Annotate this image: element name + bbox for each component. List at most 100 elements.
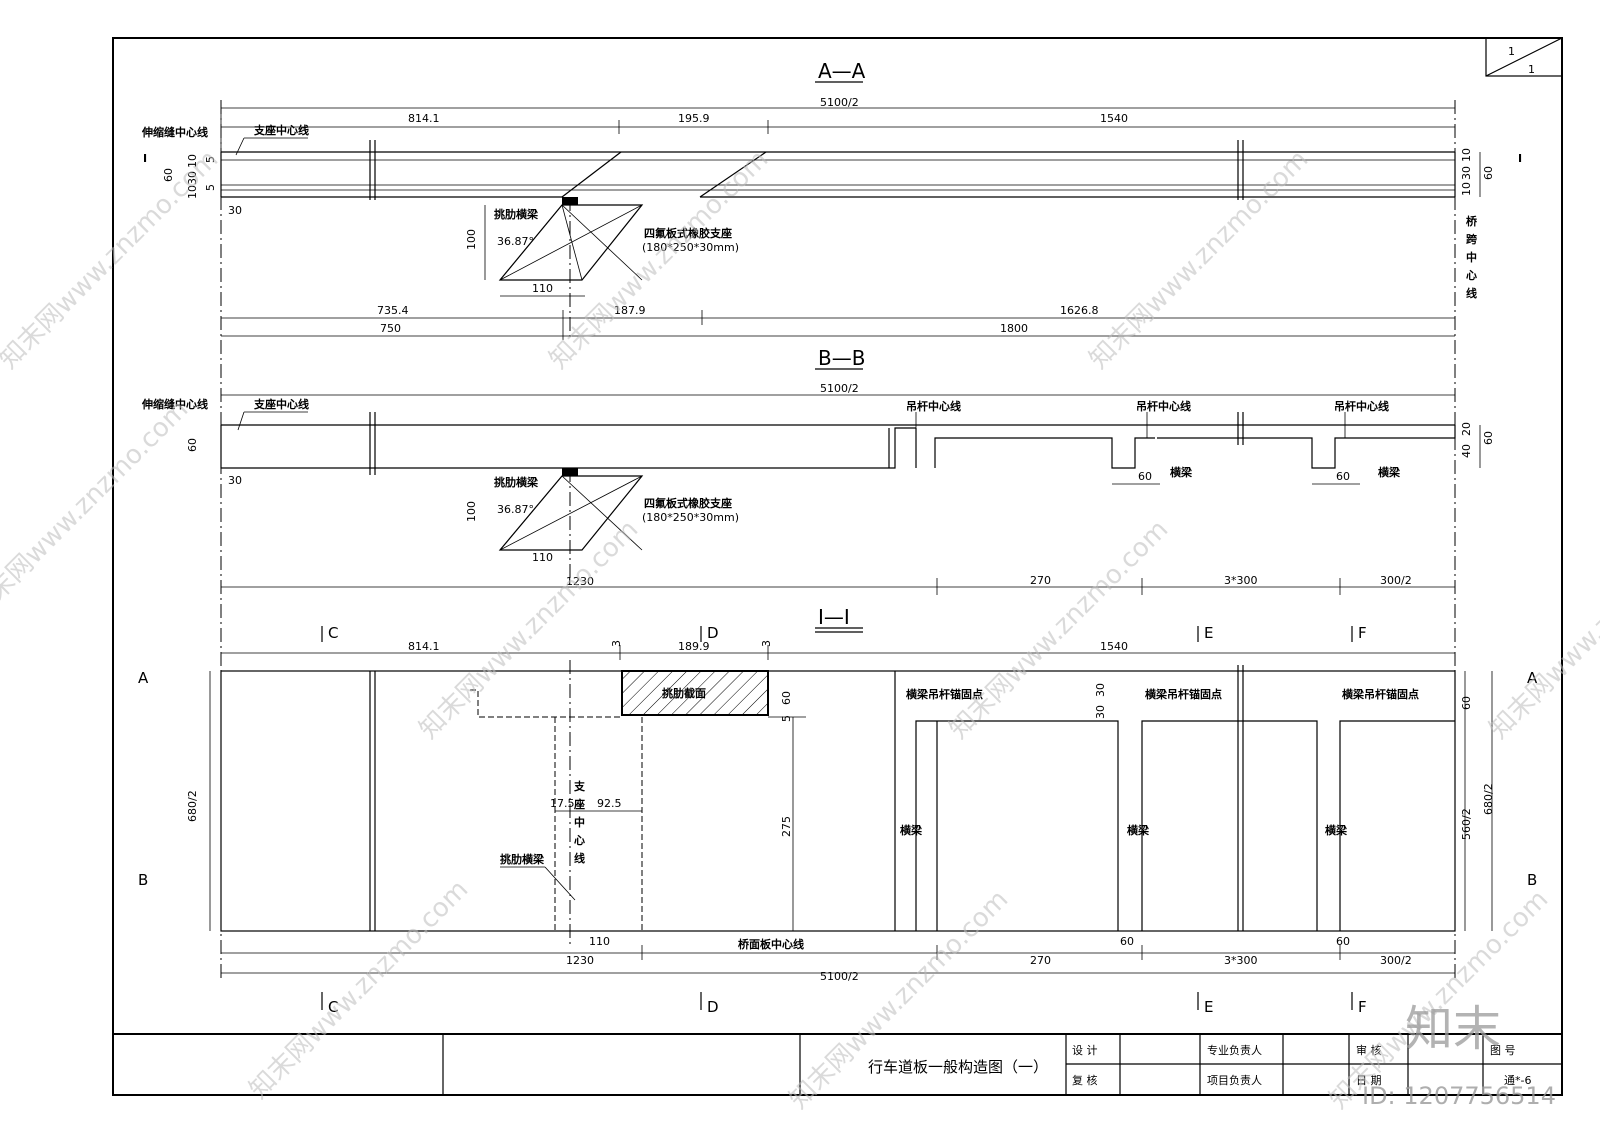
bb-bearing-name: 四氟板式橡胶支座: [644, 496, 732, 510]
aa-layer-small-1: 5: [204, 156, 217, 163]
svg-text:知末网www.znzmo.com: 知末网www.znzmo.com: [1084, 144, 1315, 375]
aa-span-center: 桥 跨 中 心 线: [1466, 214, 1478, 300]
ii-rib-section-label: 挑肋截面: [662, 686, 706, 700]
bb-cross-beam-2: 横梁: [1378, 465, 1401, 479]
sheet-number-box: 1 1: [1485, 37, 1563, 77]
aa-width-110: 110: [532, 282, 553, 295]
aa-left-layer-3: 10: [186, 185, 199, 199]
ii-small-1: 3: [610, 640, 623, 647]
svg-text:知末网www.znzmo.com: 知末网www.znzmo.com: [1484, 514, 1600, 745]
aa-right-height: 60: [1482, 166, 1495, 180]
bb-dim-4: 300/2: [1380, 574, 1412, 587]
aa-right-layer-3: 10: [1460, 182, 1473, 196]
aa-bearing-size: (180*250*30mm): [642, 241, 739, 254]
section-aa: A—A 5100/2 814.1 195.9 1540 伸缩缝中心线 支座中心线…: [141, 59, 1522, 340]
svg-text:知末网www.znzmo.com: 知末网www.znzmo.com: [0, 394, 194, 625]
bb-dim-3: 3*300: [1224, 574, 1258, 587]
drawing-title: 行车道板一般构造图（一）: [868, 1058, 1048, 1076]
bb-width-110: 110: [532, 551, 553, 564]
ii-rib-beam-label: 挑肋横梁: [500, 852, 545, 866]
ii-side-a-right: A: [1527, 669, 1538, 687]
ii-dim-b1: 1230: [566, 954, 594, 967]
aa-angle: 36.87°: [497, 235, 534, 248]
ii-side-b-right: B: [1527, 871, 1537, 889]
aa-dim-3: 1540: [1100, 112, 1128, 125]
ii-right-a: 560/2: [1460, 808, 1473, 840]
bb-bearing-label: 支座中心线: [253, 397, 309, 411]
ii-d30-2: 30: [1094, 705, 1107, 719]
ii-rib-section: [621, 670, 769, 716]
ii-anchor-3: 横梁吊杆锚固点: [1342, 687, 1419, 701]
ii-overall: 5100/2: [820, 970, 859, 983]
watermark-id: ID: 1207756514: [1362, 1082, 1556, 1110]
ii-dim-2: 189.9: [678, 640, 710, 653]
ii-side-a-left: A: [138, 669, 149, 687]
ii-d30-1: 30: [1094, 683, 1107, 697]
title-block: 行车道板一般构造图（一） 设 计 复 核 专业负责人 项目负责人 审 核 日 期…: [113, 1033, 1562, 1095]
bb-dim-1: 1230: [566, 575, 594, 588]
aa-bearing-label: 支座中心线: [253, 123, 309, 137]
ii-cross-beam-1: 横梁: [900, 823, 923, 837]
svg-text:支: 支: [573, 779, 586, 793]
aa-bottom-5: 1800: [1000, 322, 1028, 335]
ii-cross-beam-2: 横梁: [1127, 823, 1150, 837]
ii-d175: 17.5: [550, 797, 575, 810]
aa-section-mark-left: I: [143, 152, 147, 165]
aa-dim-1: 814.1: [408, 112, 440, 125]
svg-text:中: 中: [574, 815, 585, 829]
aa-bottom-2: 187.9: [614, 304, 646, 317]
ii-bearing-center-v: 支 座 中 心 线: [573, 779, 586, 865]
svg-text:知末网www.znzmo.com: 知末网www.znzmo.com: [944, 514, 1175, 745]
discipline-lead-label: 专业负责人: [1207, 1043, 1262, 1057]
ii-dim-3: 1540: [1100, 640, 1128, 653]
sheet-total: 1: [1528, 63, 1535, 76]
bb-left-height: 60: [186, 438, 199, 452]
ii-bottom-110: 110: [589, 935, 610, 948]
svg-text:知末网www.znzmo.com: 知末网www.znzmo.com: [544, 144, 775, 375]
bb-beam-width-1: 60: [1138, 470, 1152, 483]
svg-text:座: 座: [573, 797, 585, 811]
bb-expansion-label: 伸缩缝中心线: [141, 397, 208, 411]
aa-left-height: 60: [162, 168, 175, 182]
svg-text:跨: 跨: [1466, 232, 1478, 246]
aa-bottom-3: 1626.8: [1060, 304, 1099, 317]
bb-beam-width-2: 60: [1336, 470, 1350, 483]
svg-text:心: 心: [574, 834, 585, 847]
ii-anchor-2: 横梁吊杆锚固点: [1145, 687, 1222, 701]
ii-cut-c-top: C: [328, 624, 338, 642]
drawing-no: 通*-6: [1504, 1074, 1531, 1087]
ii-cut-f-top: F: [1358, 624, 1367, 642]
svg-text:中: 中: [1466, 250, 1477, 264]
svg-text:线: 线: [1466, 286, 1477, 300]
ii-side-b-left: B: [138, 871, 148, 889]
bb-height-100: 100: [465, 501, 478, 522]
bb-bearing-size: (180*250*30mm): [642, 511, 739, 524]
bb-cross-beam-1: 横梁: [1170, 465, 1193, 479]
aa-overall: 5100/2: [820, 96, 859, 109]
svg-text:心: 心: [1466, 269, 1477, 282]
section-ii: I—I C D E F 814.1 189.9 1540 3 3 A B A B: [138, 100, 1538, 1016]
bb-end-width: 30: [228, 474, 242, 487]
aa-left-layer-2: 30: [186, 171, 199, 185]
aa-dim-2: 195.9: [678, 112, 710, 125]
audit-label: 审 核: [1356, 1043, 1382, 1057]
aa-title: A—A: [818, 59, 866, 83]
aa-left-layer-1: 10: [186, 154, 199, 168]
ii-d60: 60: [780, 691, 793, 705]
ii-d925: 92.5: [597, 797, 622, 810]
svg-text:线: 线: [574, 851, 585, 865]
bb-hanger-3: 吊杆中心线: [1334, 399, 1389, 413]
aa-expansion-label: 伸缩缝中心线: [141, 125, 208, 139]
ii-beam-60-1: 60: [1120, 935, 1134, 948]
section-bb: B—B 5100/2 伸缩缝中心线 支座中心线 60 30 吊杆中心线 吊杆中心…: [141, 346, 1495, 595]
ii-dim-b4: 300/2: [1380, 954, 1412, 967]
ii-cross-beam-3: 横梁: [1325, 823, 1348, 837]
svg-text:知末网www.znzmo.com: 知末网www.znzmo.com: [784, 884, 1015, 1115]
sheet-border: [112, 37, 1563, 1096]
ii-dim-1: 814.1: [408, 640, 440, 653]
ii-cut-f-bottom: F: [1358, 998, 1367, 1016]
bb-overall: 5100/2: [820, 382, 859, 395]
aa-rib-beam-label: 挑肋横梁: [494, 207, 539, 221]
aa-bearing-name: 四氟板式橡胶支座: [644, 226, 732, 240]
